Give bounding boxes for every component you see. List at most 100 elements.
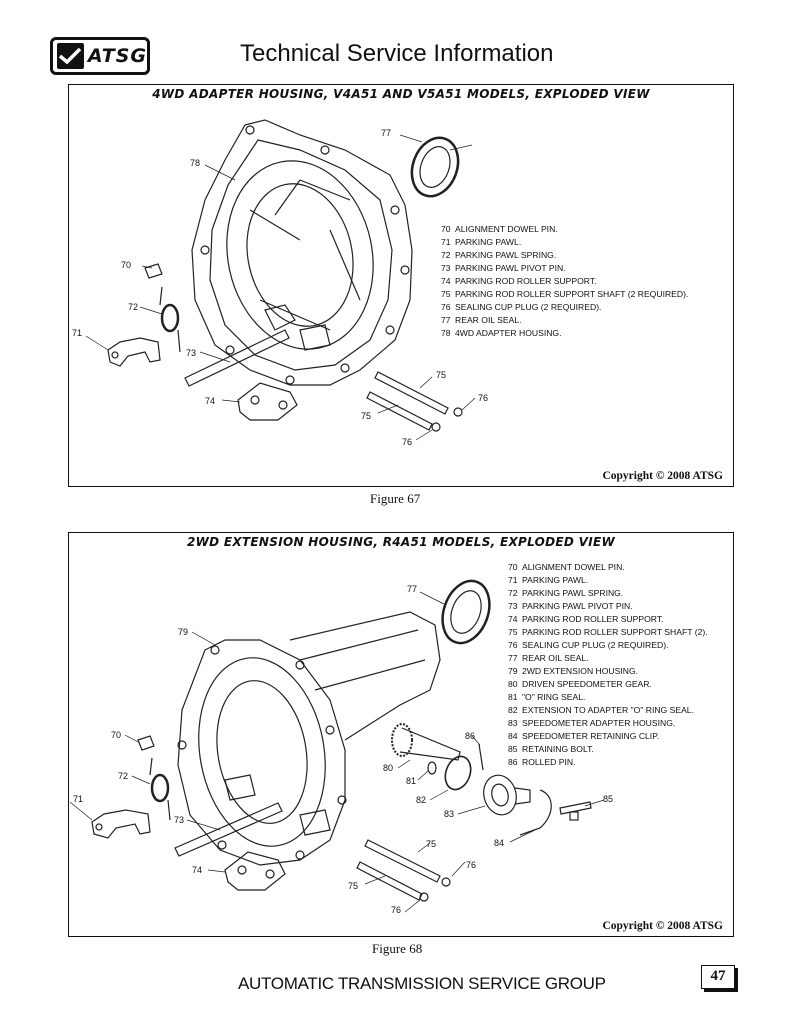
extension-housing-79 — [177, 611, 441, 866]
pivot-pin-73b — [174, 802, 283, 857]
legend-text: SEALING CUP PLUG (2 REQUIRED). — [455, 302, 602, 312]
legend-number: 72 — [508, 588, 518, 598]
callout-79: 79 — [178, 627, 188, 637]
support-shafts-75b — [356, 839, 441, 901]
legend-number: 75 — [508, 627, 518, 637]
callout-70-fig68: 70 — [111, 730, 121, 740]
legend-number: 86 — [508, 757, 518, 767]
legend-number: 80 — [508, 679, 518, 689]
callout-83: 83 — [444, 809, 454, 819]
legend-text: PARKING PAWL PIVOT PIN. — [522, 601, 633, 611]
legend-text: "O" RING SEAL. — [522, 692, 586, 702]
callout-85: 85 — [603, 794, 613, 804]
callout-72-fig68: 72 — [118, 771, 128, 781]
legend-text: DRIVEN SPEEDOMETER GEAR. — [522, 679, 652, 689]
callout-77-fig68: 77 — [407, 584, 417, 594]
retaining-clip-84 — [519, 789, 552, 836]
legend-item: 72 PARKING PAWL SPRING. — [508, 587, 708, 600]
legend-number: 77 — [508, 653, 518, 663]
legend-text: PARKING PAWL SPRING. — [522, 588, 624, 598]
legend-item: 77 REAR OIL SEAL. — [508, 652, 708, 665]
legend-item: 70 ALIGNMENT DOWEL PIN. — [441, 223, 688, 236]
callout-76a: 76 — [478, 393, 488, 403]
legend-text: PARKING ROD ROLLER SUPPORT SHAFT (2). — [522, 627, 708, 637]
roller-support-74b — [224, 851, 286, 891]
legend-number: 74 — [508, 614, 518, 624]
legend-number: 71 — [441, 237, 451, 247]
legend-number: 81 — [508, 692, 518, 702]
legend-number: 85 — [508, 744, 518, 754]
legend-number: 74 — [441, 276, 451, 286]
o-ring-82 — [444, 755, 472, 791]
legend-item: 73 PARKING PAWL PIVOT PIN. — [508, 600, 708, 613]
legend-text: ROLLED PIN. — [522, 757, 576, 767]
o-ring-81 — [427, 761, 437, 775]
callout-76a-fig68: 76 — [466, 860, 476, 870]
figure-67-copyright: Copyright © 2008 ATSG — [602, 470, 723, 482]
legend-number: 70 — [441, 224, 451, 234]
figure-68-caption: Figure 68 — [372, 941, 423, 956]
dowel-pin-70 — [144, 263, 163, 279]
callout-74-fig68: 74 — [192, 865, 202, 875]
callout-71: 71 — [72, 328, 82, 338]
legend-number: 79 — [508, 666, 518, 676]
figure-68-copyright: Copyright © 2008 ATSG — [602, 920, 723, 932]
cup-plugs-76 — [431, 407, 463, 432]
speedometer-gear-80 — [391, 723, 461, 761]
legend-number: 77 — [441, 315, 451, 325]
dowel-pin-70b — [137, 735, 155, 751]
callout-76b-fig68: 76 — [391, 905, 401, 915]
callout-75a-fig68: 75 — [426, 839, 436, 849]
legend-text: 2WD EXTENSION HOUSING. — [522, 666, 639, 676]
callout-86: 86 — [465, 731, 475, 741]
cup-plugs-76b — [419, 877, 451, 902]
legend-number: 76 — [508, 640, 518, 650]
rear-oil-seal-77 — [410, 136, 460, 198]
legend-item: 75 PARKING ROD ROLLER SUPPORT SHAFT (2 RE… — [441, 288, 688, 301]
callout-76b: 76 — [402, 437, 412, 447]
legend-text: PARKING PAWL. — [455, 237, 522, 247]
page-number: 47 — [701, 965, 735, 989]
retaining-bolt-85 — [559, 801, 592, 821]
callout-82: 82 — [416, 795, 426, 805]
legend-text: PARKING ROD ROLLER SUPPORT. — [522, 614, 664, 624]
callout-75a: 75 — [436, 370, 446, 380]
legend-number: 75 — [441, 289, 451, 299]
parking-pawl-71 — [107, 337, 161, 367]
legend-text: PARKING PAWL PIVOT PIN. — [455, 263, 566, 273]
legend-text: ALIGNMENT DOWEL PIN. — [455, 224, 558, 234]
legend-text: RETAINING BOLT. — [522, 744, 594, 754]
footer-organization: AUTOMATIC TRANSMISSION SERVICE GROUP — [238, 974, 606, 993]
callout-84: 84 — [494, 838, 504, 848]
legend-text: PARKING PAWL SPRING. — [455, 250, 557, 260]
callout-75b: 75 — [361, 411, 371, 421]
legend-number: 84 — [508, 731, 518, 741]
figure-67-panel: 4WD ADAPTER HOUSING, V4A51 AND V5A51 MOD… — [68, 84, 734, 487]
legend-number: 73 — [508, 601, 518, 611]
rear-oil-seal-77b — [441, 579, 491, 645]
legend-number: 82 — [508, 705, 518, 715]
logo-text: ATSG — [87, 45, 147, 67]
rolled-pin-86 — [478, 743, 484, 771]
adapter-housing-78 — [191, 119, 413, 386]
legend-text: 4WD ADAPTER HOUSING. — [455, 328, 562, 338]
legend-text: REAR OIL SEAL. — [522, 653, 589, 663]
legend-text: PARKING PAWL. — [522, 575, 589, 585]
legend-item: 79 2WD EXTENSION HOUSING. — [508, 665, 708, 678]
legend-text: PARKING ROD ROLLER SUPPORT SHAFT (2 REQU… — [455, 289, 689, 299]
callout-75b-fig68: 75 — [348, 881, 358, 891]
legend-item: 86 ROLLED PIN. — [508, 756, 708, 769]
